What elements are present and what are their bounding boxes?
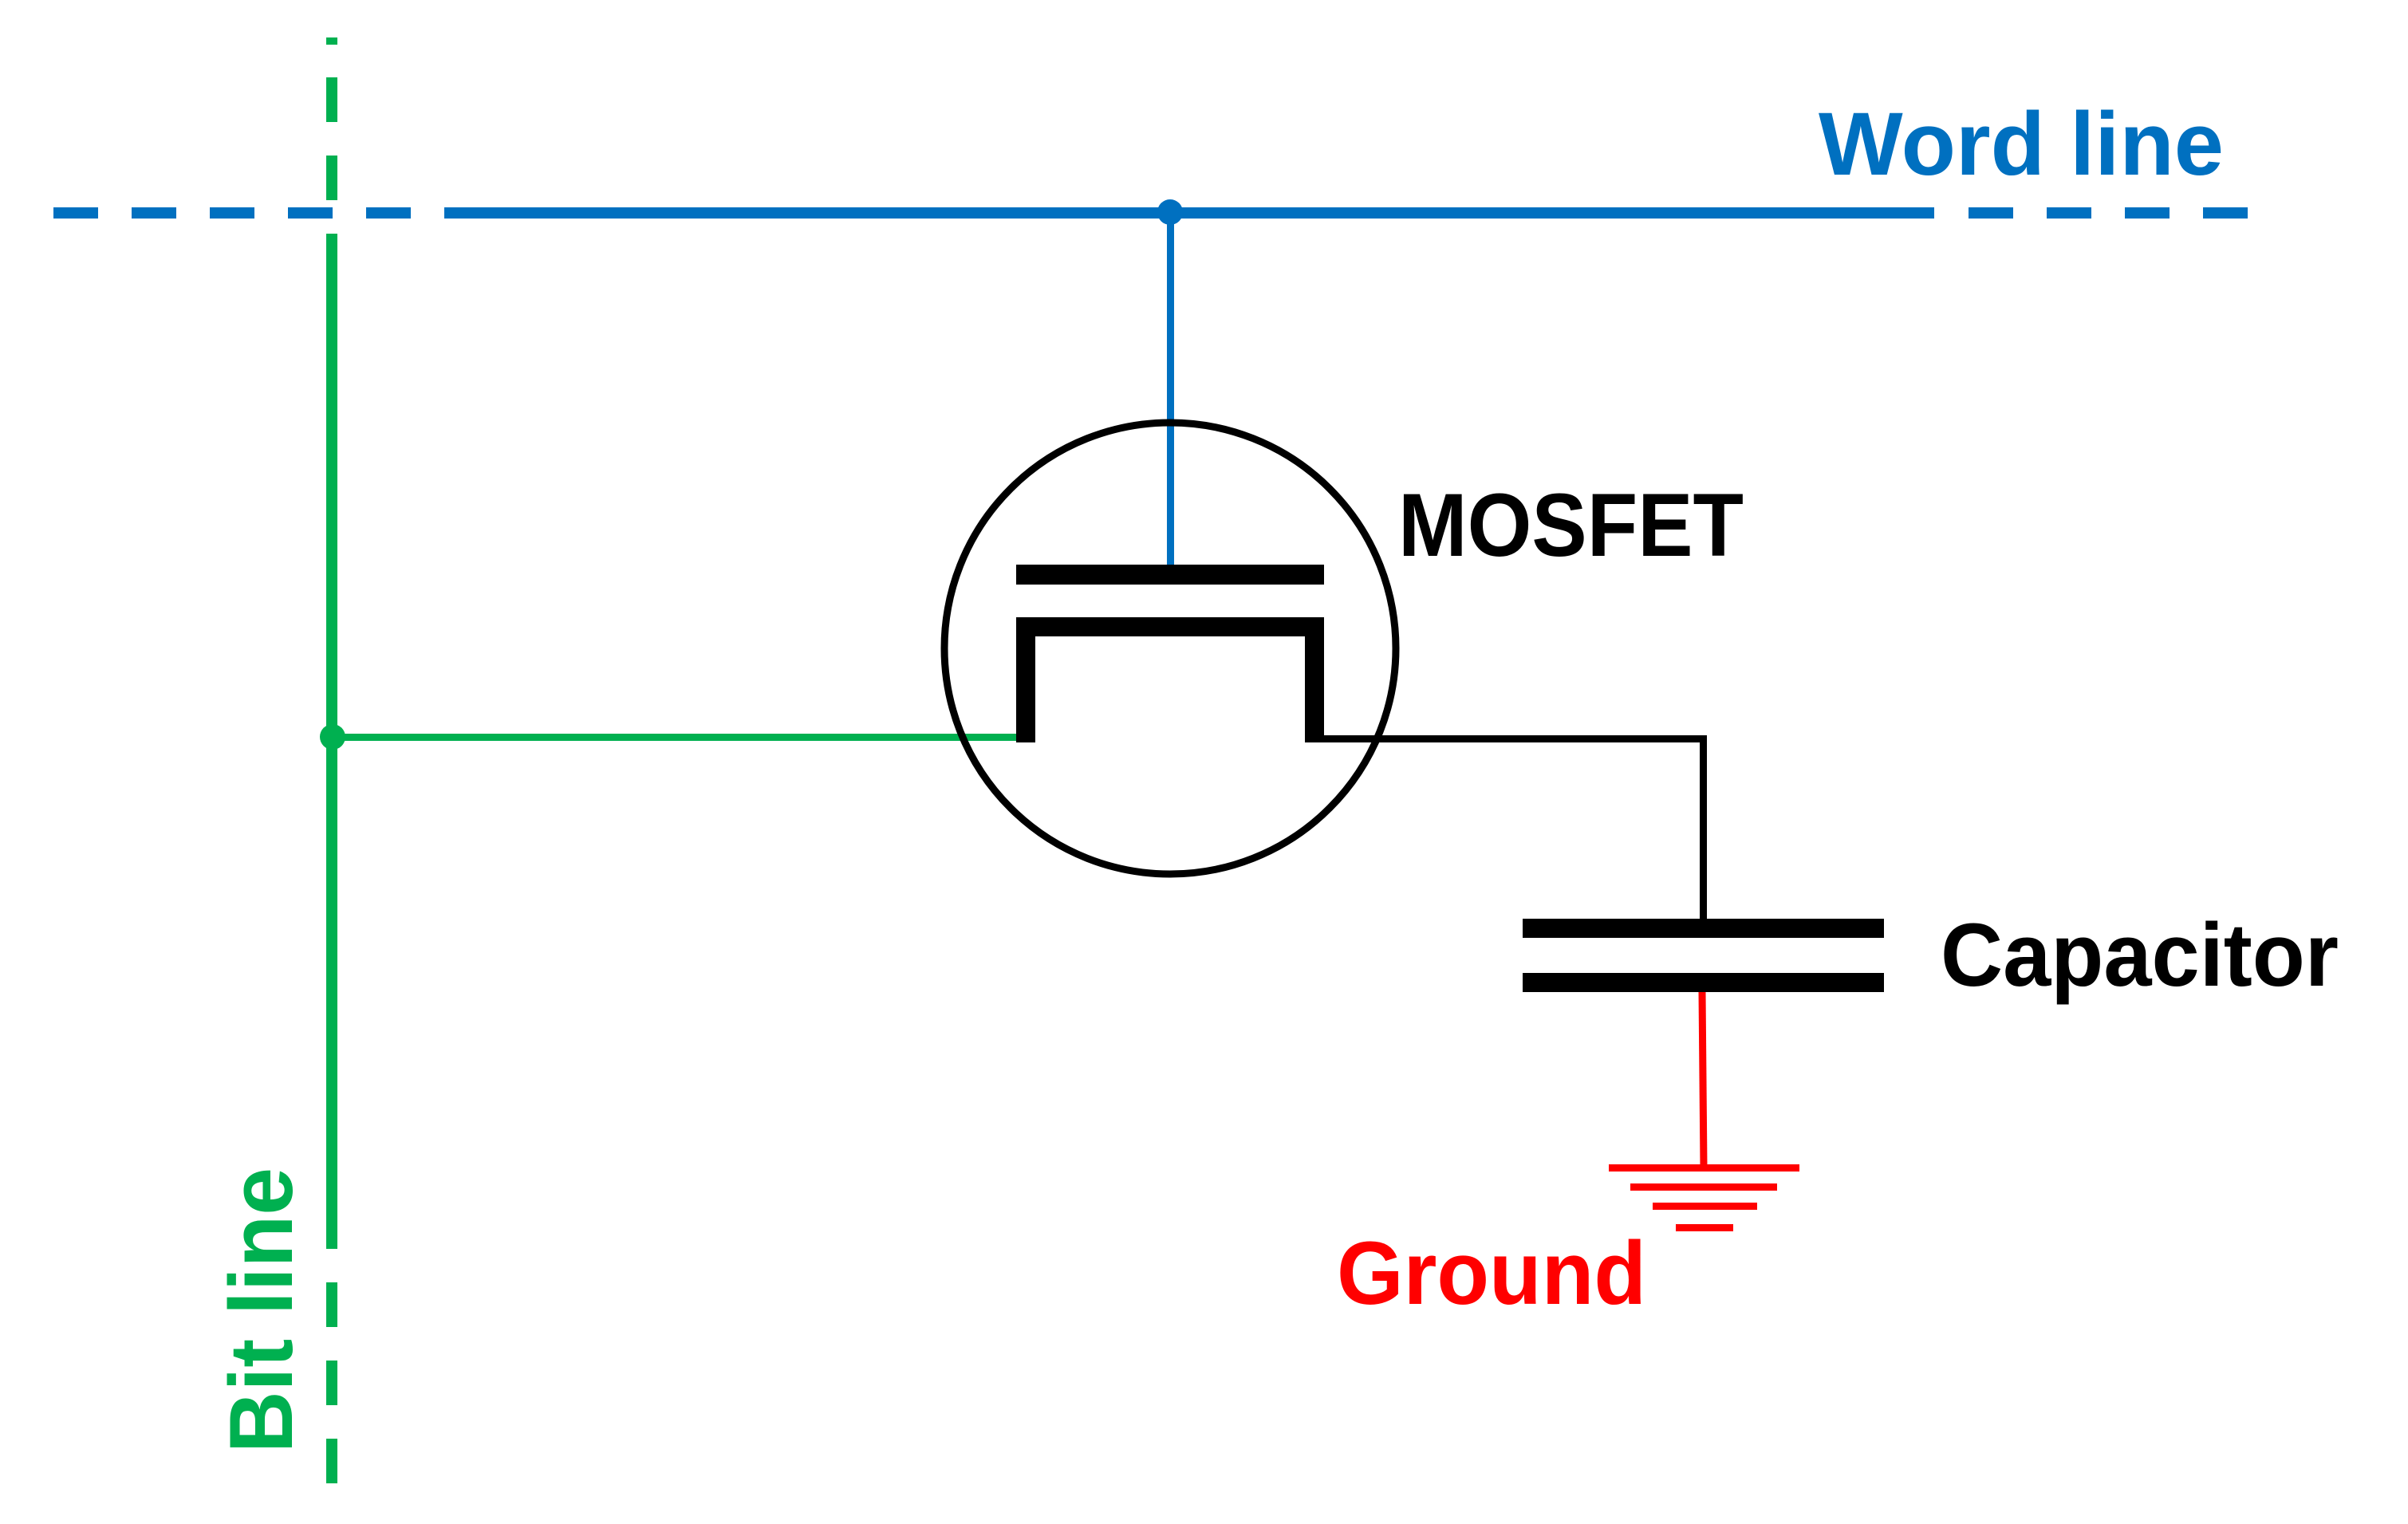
mosfet-gate-plate	[1016, 565, 1324, 585]
mosfet-source-leg	[1016, 617, 1035, 742]
mosfet-circle	[940, 419, 1400, 878]
word-line-dash	[288, 207, 333, 219]
word-line-dash	[2047, 207, 2091, 219]
mosfet-channel	[1016, 617, 1324, 636]
word-line-solid	[444, 207, 1934, 219]
capacitor-label: Capacitor	[1941, 905, 2339, 1005]
capacitor-top-plate	[1523, 919, 1884, 938]
source-wire	[333, 734, 1016, 741]
mosfet-symbol	[940, 419, 1400, 878]
bit-line-dash	[326, 1282, 337, 1327]
word-line-dash	[210, 207, 254, 219]
word-line-dash	[366, 207, 411, 219]
gate-wire	[1167, 212, 1174, 565]
mosfet-label: MOSFET	[1398, 475, 1744, 575]
ground-wire	[1698, 991, 1708, 1168]
capacitor-symbol	[1523, 919, 1884, 992]
ground-bar	[1609, 1164, 1799, 1172]
ground-bar	[1630, 1183, 1777, 1191]
word-line	[53, 207, 2248, 219]
word-line-dash	[132, 207, 176, 219]
bit-line-junction-dot	[320, 724, 345, 750]
word-line-dash	[1969, 207, 2013, 219]
bit-line-dash	[326, 156, 337, 200]
word-line-dash	[2125, 207, 2170, 219]
ground-bar	[1653, 1203, 1757, 1210]
bit-line	[326, 37, 337, 1483]
ground-bar	[1676, 1224, 1733, 1231]
word-line-junction-dot	[1157, 199, 1183, 225]
bit-line-dash	[326, 1439, 337, 1483]
bit-line-label: Bit line	[211, 1168, 311, 1453]
word-line-dash	[2203, 207, 2248, 219]
mosfet-drain-leg	[1305, 617, 1324, 742]
drain-wire	[1324, 735, 1707, 919]
ground-label: Ground	[1337, 1223, 1646, 1323]
wires	[320, 199, 1707, 919]
ground-symbol	[1609, 991, 1799, 1231]
word-line-dash	[53, 207, 98, 219]
bit-line-dash	[326, 1361, 337, 1405]
capacitor-bottom-plate	[1523, 973, 1884, 992]
word-line-label: Word line	[1819, 94, 2224, 194]
bit-line-dash	[326, 37, 337, 45]
bit-line-dash	[326, 77, 337, 122]
